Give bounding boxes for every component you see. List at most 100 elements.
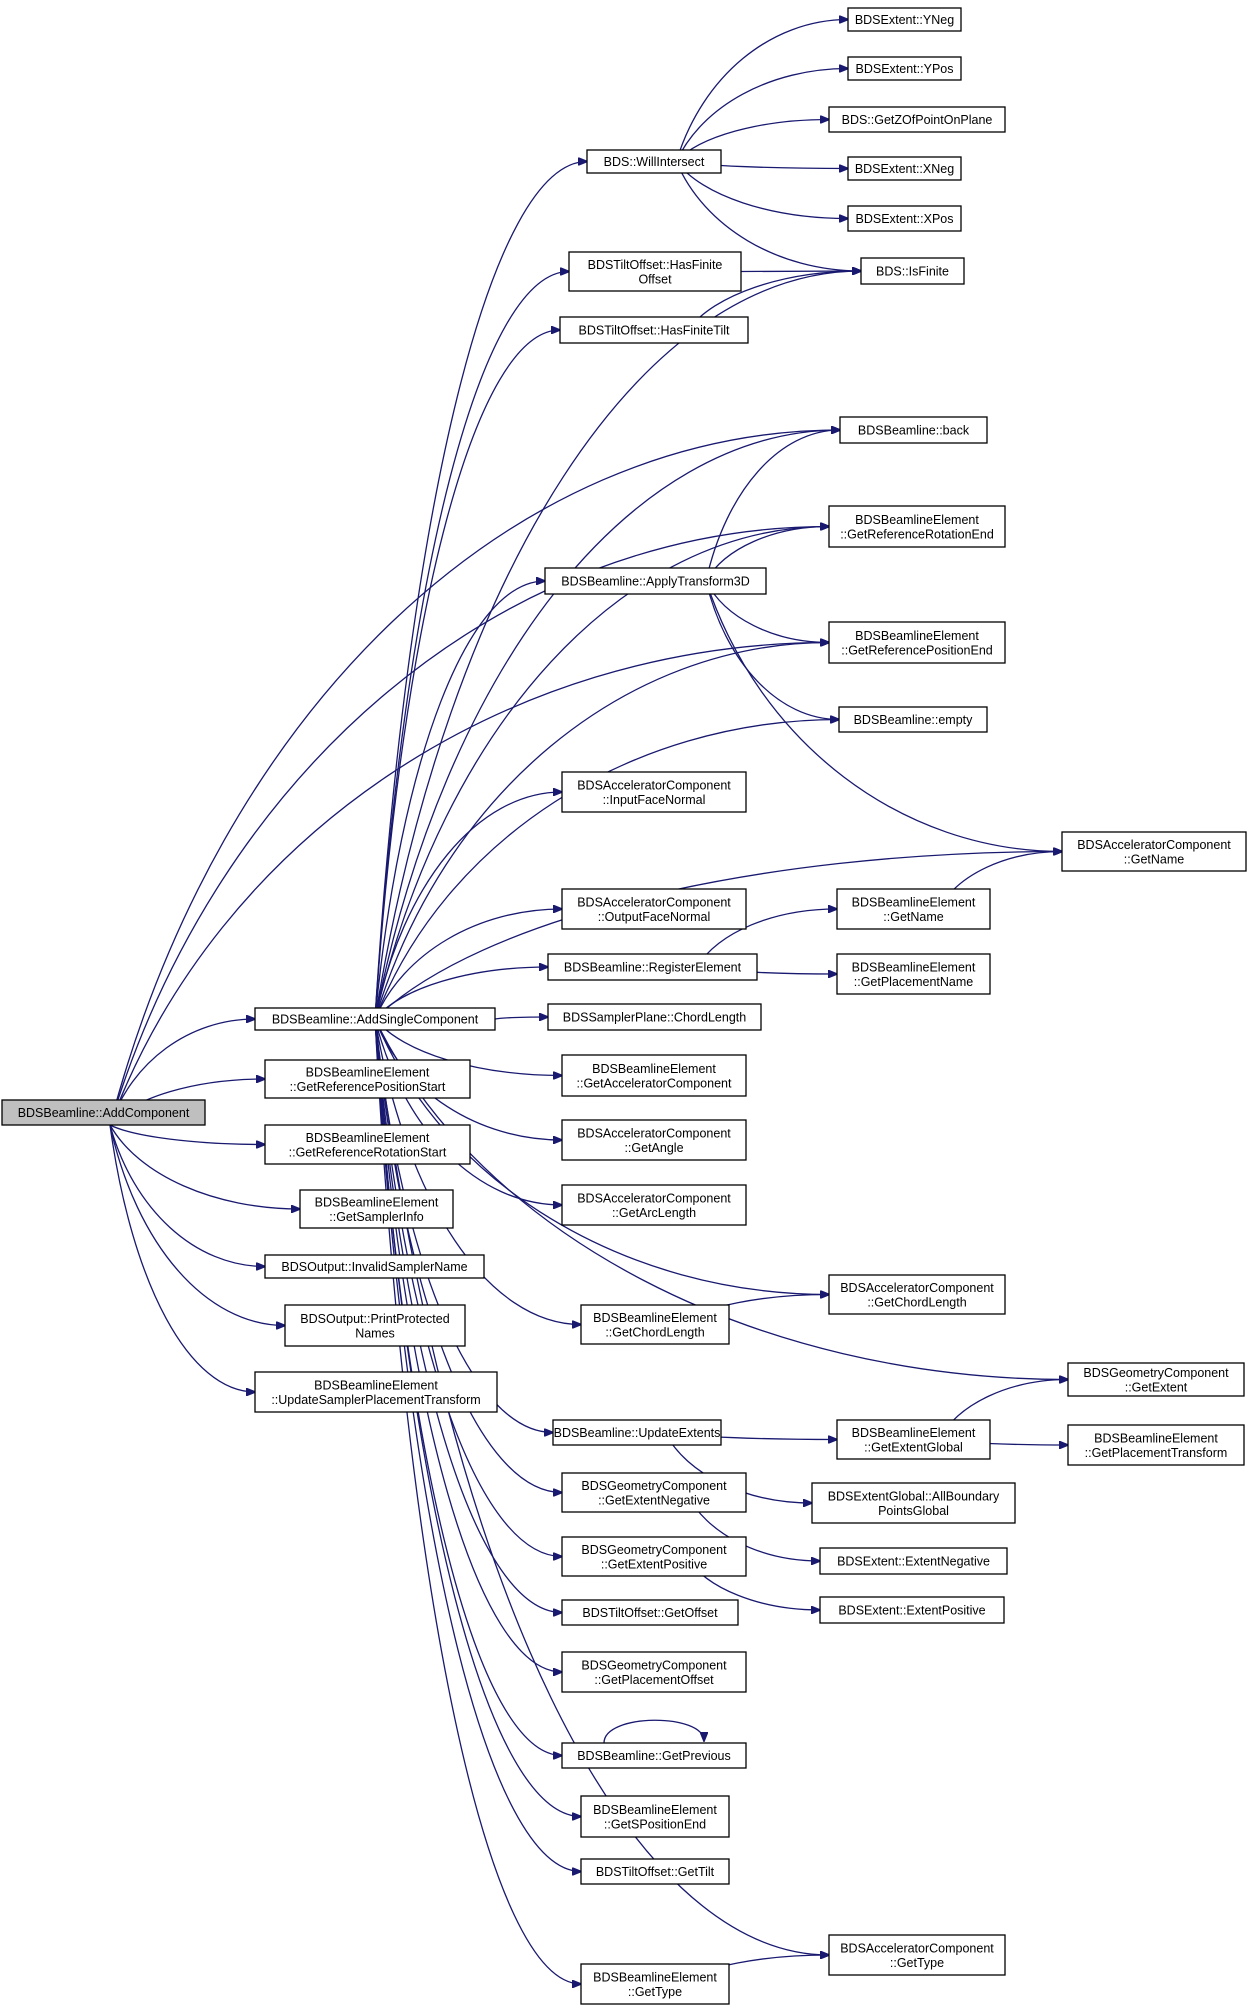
- node-box[interactable]: [552, 1419, 722, 1446]
- node-box[interactable]: [836, 953, 991, 995]
- node-box[interactable]: [580, 1304, 730, 1345]
- node-isf[interactable]: BDS::IsFinite: [860, 257, 965, 285]
- node-box[interactable]: [1061, 831, 1247, 872]
- node-gsi[interactable]: BDSBeamlineElement::GetSamplerInfo: [299, 1189, 454, 1229]
- node-garc[interactable]: BDSAcceleratorComponent::GetArcLength: [561, 1184, 747, 1226]
- node-xneg[interactable]: BDSExtent::XNeg: [847, 156, 962, 181]
- node-box[interactable]: [284, 1304, 466, 1347]
- node-gspe[interactable]: BDSBeamlineElement::GetSPositionEnd: [580, 1795, 730, 1838]
- node-box[interactable]: [254, 1371, 498, 1413]
- node-begn[interactable]: BDSBeamlineElement::GetName: [836, 888, 991, 930]
- node-box[interactable]: [828, 505, 1006, 548]
- node-box[interactable]: [838, 706, 988, 733]
- node-box[interactable]: [580, 1795, 730, 1838]
- node-becl[interactable]: BDSBeamlineElement::GetChordLength: [580, 1304, 730, 1345]
- node-gpt[interactable]: BDSBeamlineElement::GetPlacementTransfor…: [1067, 1424, 1245, 1466]
- node-box[interactable]: [561, 1742, 747, 1769]
- node-ac[interactable]: BDSBeamline::AddComponent: [1, 1099, 206, 1126]
- node-box[interactable]: [1067, 1362, 1245, 1397]
- node-box[interactable]: [264, 1059, 471, 1099]
- node-gzop[interactable]: BDS::GetZOfPointOnPlane: [828, 106, 1006, 133]
- node-gen[interactable]: BDSGeometryComponent::GetExtentNegative: [561, 1472, 747, 1513]
- node-gpn[interactable]: BDSBeamlineElement::GetPlacementName: [836, 953, 991, 995]
- node-box[interactable]: [847, 205, 962, 232]
- node-box[interactable]: [811, 1482, 1016, 1524]
- node-box[interactable]: [819, 1596, 1005, 1624]
- node-box[interactable]: [264, 1124, 471, 1165]
- node-back[interactable]: BDSBeamline::back: [839, 416, 988, 444]
- node-box[interactable]: [568, 251, 742, 292]
- node-box[interactable]: [559, 316, 749, 344]
- node-gcge[interactable]: BDSGeometryComponent::GetExtent: [1067, 1362, 1245, 1397]
- node-box[interactable]: [561, 771, 747, 813]
- node-box[interactable]: [561, 1472, 747, 1513]
- node-box[interactable]: [836, 888, 991, 930]
- node-box[interactable]: [547, 1003, 762, 1031]
- node-box[interactable]: [561, 1599, 739, 1626]
- node-uspt[interactable]: BDSBeamlineElement::UpdateSamplerPlaceme…: [254, 1371, 498, 1413]
- node-asc[interactable]: BDSBeamline::AddSingleComponent: [254, 1007, 496, 1031]
- node-box[interactable]: [547, 953, 758, 981]
- node-box[interactable]: [828, 621, 1006, 664]
- node-box[interactable]: [561, 1119, 747, 1161]
- node-acgt[interactable]: BDSAcceleratorComponent::GetType: [828, 1934, 1006, 1976]
- node-goff[interactable]: BDSTiltOffset::GetOffset: [561, 1599, 739, 1626]
- node-box[interactable]: [828, 1274, 1006, 1315]
- node-exp[interactable]: BDSExtent::ExtentPositive: [819, 1596, 1005, 1624]
- node-box[interactable]: [1, 1099, 206, 1126]
- node-gpo[interactable]: BDSGeometryComponent::GetPlacementOffset: [561, 1651, 747, 1693]
- node-ue[interactable]: BDSBeamline::UpdateExtents: [552, 1419, 722, 1446]
- node-box[interactable]: [264, 1254, 485, 1279]
- node-box[interactable]: [847, 156, 962, 181]
- node-acgn[interactable]: BDSAcceleratorComponent::GetName: [1061, 831, 1247, 872]
- node-exn[interactable]: BDSExtent::ExtentNegative: [819, 1547, 1008, 1575]
- node-box[interactable]: [847, 56, 962, 81]
- node-box[interactable]: [580, 1858, 730, 1885]
- node-rrs[interactable]: BDSBeamlineElement::GetReferenceRotation…: [264, 1124, 471, 1165]
- node-box[interactable]: [828, 106, 1006, 133]
- node-box[interactable]: [561, 1184, 747, 1226]
- node-gep[interactable]: BDSGeometryComponent::GetExtentPositive: [561, 1536, 747, 1577]
- node-reg[interactable]: BDSBeamline::RegisterElement: [547, 953, 758, 981]
- node-box[interactable]: [819, 1547, 1008, 1575]
- node-box[interactable]: [299, 1189, 454, 1229]
- node-box[interactable]: [580, 1963, 730, 2005]
- node-accl[interactable]: BDSAcceleratorComponent::GetChordLength: [828, 1274, 1006, 1315]
- node-wi[interactable]: BDS::WillIntersect: [586, 149, 722, 174]
- node-box[interactable]: [561, 888, 747, 930]
- node-gtilt[interactable]: BDSTiltOffset::GetTilt: [580, 1858, 730, 1885]
- node-box[interactable]: [828, 1934, 1006, 1976]
- node-box[interactable]: [561, 1651, 747, 1693]
- node-rre[interactable]: BDSBeamlineElement::GetReferenceRotation…: [828, 505, 1006, 548]
- node-box[interactable]: [860, 257, 965, 285]
- node-begt[interactable]: BDSBeamlineElement::GetType: [580, 1963, 730, 2005]
- node-box[interactable]: [254, 1007, 496, 1031]
- node-box[interactable]: [561, 1054, 747, 1097]
- node-gac[interactable]: BDSBeamlineElement::GetAcceleratorCompon…: [561, 1054, 747, 1097]
- node-yneg[interactable]: BDSExtent::YNeg: [847, 7, 962, 32]
- node-empty[interactable]: BDSBeamline::empty: [838, 706, 988, 733]
- node-ifn[interactable]: BDSAcceleratorComponent::InputFaceNormal: [561, 771, 747, 813]
- node-ypos[interactable]: BDSExtent::YPos: [847, 56, 962, 81]
- node-isn[interactable]: BDSOutput::InvalidSamplerName: [264, 1254, 485, 1279]
- node-at3d[interactable]: BDSBeamline::ApplyTransform3D: [544, 567, 767, 595]
- node-rps[interactable]: BDSBeamlineElement::GetReferencePosition…: [264, 1059, 471, 1099]
- node-box[interactable]: [586, 149, 722, 174]
- node-cl[interactable]: BDSSamplerPlane::ChordLength: [547, 1003, 762, 1031]
- node-gang[interactable]: BDSAcceleratorComponent::GetAngle: [561, 1119, 747, 1161]
- node-beeg[interactable]: BDSBeamlineElement::GetExtentGlobal: [836, 1419, 991, 1460]
- node-box[interactable]: [839, 416, 988, 444]
- node-box[interactable]: [836, 1419, 991, 1460]
- node-box[interactable]: [1067, 1424, 1245, 1466]
- node-hft[interactable]: BDSTiltOffset::HasFiniteTilt: [559, 316, 749, 344]
- node-gprev[interactable]: BDSBeamline::GetPrevious: [561, 1742, 747, 1769]
- node-xpos[interactable]: BDSExtent::XPos: [847, 205, 962, 232]
- node-box[interactable]: [847, 7, 962, 32]
- node-ofn[interactable]: BDSAcceleratorComponent::OutputFaceNorma…: [561, 888, 747, 930]
- node-rpe[interactable]: BDSBeamlineElement::GetReferencePosition…: [828, 621, 1006, 664]
- node-box[interactable]: [561, 1536, 747, 1577]
- node-box[interactable]: [544, 567, 767, 595]
